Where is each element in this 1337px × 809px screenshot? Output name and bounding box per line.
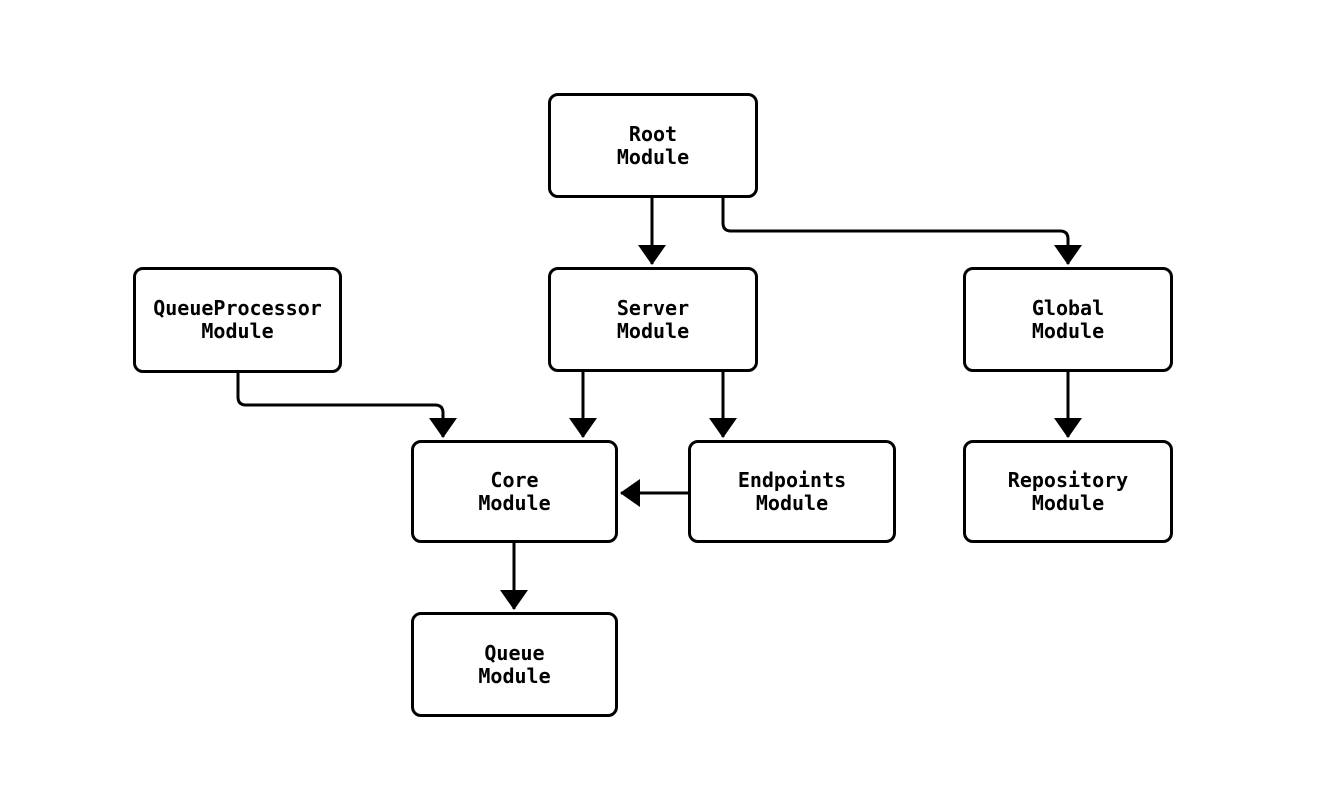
node-queue-module: Queue Module xyxy=(411,612,618,717)
edge-root-to-global xyxy=(721,198,1082,265)
edge-queueprocessor-to-core xyxy=(236,373,457,438)
node-core-module: Core Module xyxy=(411,440,618,543)
node-root-module: Root Module xyxy=(548,93,758,198)
node-core-module-label: Core Module xyxy=(478,467,551,515)
node-repository-module: Repository Module xyxy=(963,440,1173,543)
node-queue-module-label: Queue Module xyxy=(478,640,551,688)
node-global-module-label: Global Module xyxy=(1031,295,1105,343)
node-repository-module-label: Repository Module xyxy=(1007,467,1129,515)
node-server-module: Server Module xyxy=(548,267,758,372)
node-endpoints-module: Endpoints Module xyxy=(688,440,896,543)
node-global-module: Global Module xyxy=(963,267,1173,372)
node-server-module-label: Server Module xyxy=(616,295,690,343)
node-endpoints-module-label: Endpoints Module xyxy=(737,467,847,515)
node-queueprocessor-module-label: QueueProcessor Module xyxy=(153,296,322,343)
node-root-module-label: Root Module xyxy=(616,121,690,169)
node-queueprocessor-module: QueueProcessor Module xyxy=(133,267,342,373)
